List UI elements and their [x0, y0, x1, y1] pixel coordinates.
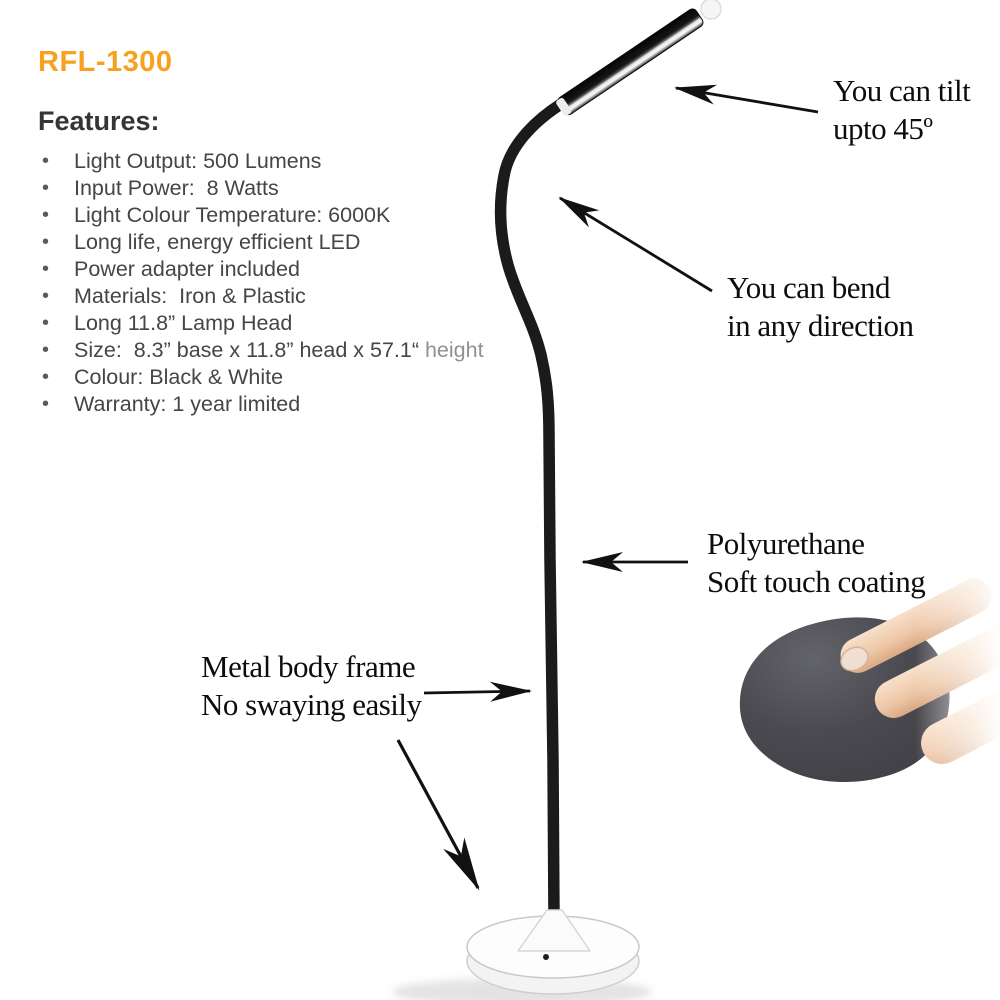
- feature-item: Light Colour Temperature: 6000K: [38, 202, 538, 229]
- features-heading: Features:: [38, 106, 160, 136]
- base-arrow: [396, 739, 480, 891]
- lamp-head-cap: [700, 0, 722, 20]
- annotation-bend: You can bend in any direction: [727, 269, 914, 345]
- bend-arrow: [558, 196, 713, 293]
- annotation-tilt-line2: upto 45º: [833, 111, 933, 146]
- feature-item: Size: 8.3” base x 11.8” head x 57.1“ hei…: [38, 337, 538, 364]
- feature-item: Warranty: 1 year limited: [38, 391, 538, 418]
- annotation-coating-line2: Soft touch coating: [707, 564, 926, 599]
- annotation-tilt: You can tilt upto 45º: [833, 72, 971, 148]
- annotation-bend-line1: You can bend: [727, 270, 891, 305]
- feature-item: Colour: Black & White: [38, 364, 538, 391]
- base-screw-hole: [543, 954, 549, 960]
- annotation-frame-line2: No swaying easily: [201, 687, 422, 722]
- base-cone: [517, 909, 591, 952]
- lamp-base: [466, 909, 640, 995]
- annotation-frame: Metal body frame No swaying easily: [201, 648, 422, 724]
- annotation-frame-line1: Metal body frame: [201, 649, 416, 684]
- feature-item: Materials: Iron & Plastic: [38, 283, 538, 310]
- annotation-bend-line2: in any direction: [727, 308, 914, 343]
- product-code: RFL-1300: [38, 46, 173, 78]
- soft-touch-photo: [739, 560, 1000, 810]
- feature-item: Input Power: 8 Watts: [38, 175, 538, 202]
- mouse-pad: [739, 617, 950, 783]
- annotation-coating-line1: Polyurethane: [707, 526, 865, 561]
- fingernail: [840, 646, 869, 672]
- feature-item: Light Output: 500 Lumens: [38, 148, 538, 175]
- features-list: Light Output: 500 Lumens Input Power: 8 …: [38, 148, 538, 418]
- tilt-arrow: [674, 84, 819, 114]
- frame-arrow: [423, 681, 532, 702]
- feature-item: Power adapter included: [38, 256, 538, 283]
- feature-item: Long 11.8” Lamp Head: [38, 310, 538, 337]
- photo-fade: [915, 560, 1000, 810]
- feature-item: Long life, energy efficient LED: [38, 229, 538, 256]
- annotation-tilt-line1: You can tilt: [833, 73, 971, 108]
- lamp-head: [556, 8, 704, 116]
- annotation-coating: Polyurethane Soft touch coating: [707, 525, 926, 601]
